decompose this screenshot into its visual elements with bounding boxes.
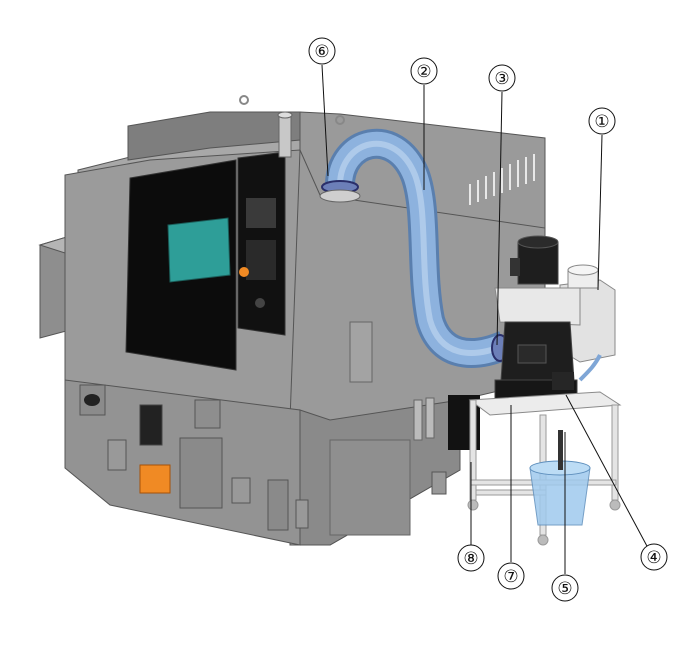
stand — [467, 391, 622, 546]
callout-3: ③ — [488, 64, 516, 92]
machine-tool — [38, 95, 546, 546]
orange-box — [139, 464, 171, 494]
callout-4: ④ — [640, 543, 668, 571]
mist-collector-unit — [494, 235, 616, 407]
svg-text:⑧: ⑧ — [463, 549, 478, 569]
control-knob — [239, 267, 249, 277]
svg-text:⑥: ⑥ — [314, 42, 329, 62]
callout-1: ① — [588, 107, 616, 135]
svg-text:③: ③ — [494, 69, 509, 89]
svg-text:⑦: ⑦ — [503, 567, 518, 587]
callout-8: ⑧ — [457, 544, 485, 572]
leader-lines — [321, 64, 649, 574]
collection-bucket — [529, 467, 591, 526]
callout-6: ⑥ — [308, 37, 336, 65]
duct-hose — [319, 128, 511, 368]
callout-7: ⑦ — [497, 562, 525, 590]
vent-grille — [469, 154, 535, 205]
callout-2: ② — [410, 57, 438, 85]
callout-5: ⑤ — [551, 574, 579, 602]
svg-text:⑤: ⑤ — [557, 579, 572, 599]
motor — [517, 241, 559, 285]
svg-text:①: ① — [594, 112, 609, 132]
svg-text:④: ④ — [646, 548, 661, 568]
top-pipe — [278, 114, 292, 158]
door-window — [167, 217, 231, 283]
svg-text:②: ② — [416, 62, 431, 82]
upper-housing — [494, 287, 581, 326]
